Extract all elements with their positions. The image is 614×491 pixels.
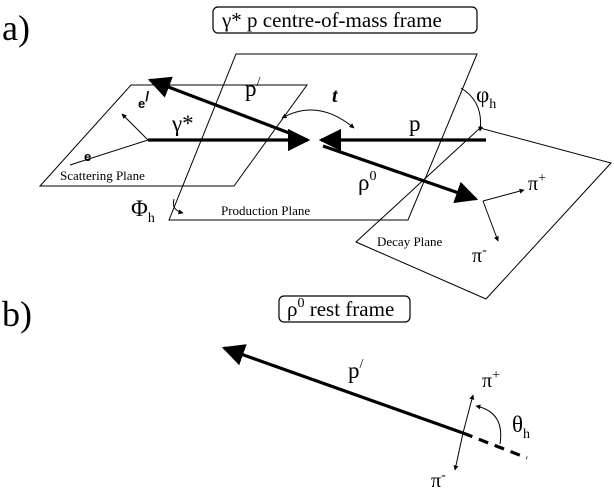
label-pi-plus-b: π+ xyxy=(482,368,500,392)
label-production-plane: Production Plane xyxy=(221,203,310,218)
pi-minus-line-b xyxy=(453,432,464,471)
phi-big-curved-arrow xyxy=(172,198,184,215)
panel-a-title-box xyxy=(212,6,478,34)
label-gamma-star: γ* xyxy=(171,111,194,136)
panel-b-title-box xyxy=(278,295,411,323)
label-t: t xyxy=(332,85,339,107)
pi-plus-line-b xyxy=(462,394,475,434)
label-scattering-plane: Scattering Plane xyxy=(60,168,145,183)
panel-a-frame-title: γ* p centre-of-mass frame xyxy=(221,8,442,32)
scattering-plane xyxy=(38,84,308,187)
incoming-electron-line xyxy=(69,139,149,166)
label-p-prime-b: p/ xyxy=(348,357,364,383)
pi-plus-line xyxy=(482,188,525,202)
label-pi-minus-b: π- xyxy=(431,468,446,491)
label-theta: θh xyxy=(512,412,530,442)
label-phi-small: φh xyxy=(476,82,496,112)
decay-plane xyxy=(355,127,612,300)
label-phi-big: Φh xyxy=(131,196,155,226)
rho-direction-dashed xyxy=(462,431,528,460)
label-e: e xyxy=(84,149,91,164)
label-pi-minus-a: π- xyxy=(472,243,487,267)
scattered-electron-line xyxy=(121,113,149,141)
label-e-prime: e/ xyxy=(138,88,149,111)
label-decay-plane: Decay Plane xyxy=(377,234,443,249)
label-p-prime-a: p/ xyxy=(245,75,261,101)
p-prime-arrow-b xyxy=(221,344,464,435)
panel-a-letter: a) xyxy=(2,8,30,48)
phi-small-curved-arrow xyxy=(460,87,484,132)
label-p-a: p xyxy=(409,111,421,136)
production-plane xyxy=(168,53,478,221)
panel-b-frame-title: ρ0 rest frame xyxy=(287,296,394,321)
pi-minus-line xyxy=(482,200,499,242)
t-curved-arrow xyxy=(281,109,355,129)
rho-arrow xyxy=(322,144,479,203)
panel-b-letter: b) xyxy=(2,294,32,334)
theta-arc xyxy=(475,404,502,445)
label-pi-plus-a: π+ xyxy=(528,171,546,195)
label-rho: ρ0 xyxy=(358,169,376,195)
scattered-proton-arrow xyxy=(147,76,306,141)
